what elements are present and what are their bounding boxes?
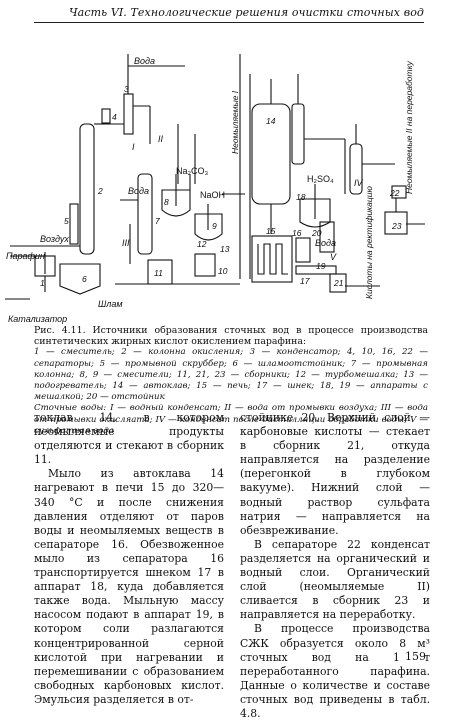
mixer-9 xyxy=(194,213,223,241)
label-kisloty: Кислоты на ректификацию xyxy=(364,186,374,299)
num-11: 11 xyxy=(154,268,163,278)
page-number: 159 xyxy=(405,650,426,663)
num-14: 14 xyxy=(266,116,276,126)
stream-V: V xyxy=(330,252,337,262)
condenser xyxy=(123,93,134,135)
num-4: 4 xyxy=(112,112,117,122)
collector-21 xyxy=(329,273,347,293)
label-vozduh: Воздух xyxy=(40,234,69,244)
label-parafin: Парафин xyxy=(6,251,45,261)
caption-streams: Сточные воды: I — водный конденсат; II —… xyxy=(34,403,428,436)
num-10: 10 xyxy=(218,266,228,276)
stream-III: III xyxy=(122,238,130,248)
num-20: 20 xyxy=(311,228,322,238)
label-naoh: NaOH xyxy=(200,190,225,200)
running-title: Часть VI. Технологические решения очистк… xyxy=(69,6,424,19)
caption-legend: 1 — смеситель; 2 — колонна окисления; 3 … xyxy=(34,347,428,403)
num-5: 5 xyxy=(64,216,69,226)
running-header: Часть VI. Технологические решения очистк… xyxy=(34,6,424,23)
num-2: 2 xyxy=(97,186,103,196)
num-22: 22 xyxy=(389,188,400,198)
separator-16 xyxy=(295,237,311,263)
num-1: 1 xyxy=(40,278,45,288)
stream-II: II xyxy=(158,134,164,144)
screw-conveyor xyxy=(295,265,337,275)
label-neomylyaemye: Неомыляемые I xyxy=(230,90,240,154)
num-18: 18 xyxy=(296,192,306,202)
num-15: 15 xyxy=(266,226,276,236)
body-column-right: стойнике 20. Верхний слой — карбоновые к… xyxy=(240,411,430,721)
label-katalizator: Катализатор xyxy=(8,314,67,324)
collector-22 xyxy=(391,185,407,199)
separator-10 xyxy=(194,253,216,277)
num-23: 23 xyxy=(391,221,402,231)
num-16: 16 xyxy=(292,228,302,238)
label-shlam: Шлам xyxy=(98,299,123,309)
collector-11 xyxy=(147,259,173,285)
oxidation-column xyxy=(79,123,95,255)
num-19: 19 xyxy=(316,261,326,271)
process-flow-diagram: Вода Вода Вода Na₂CO₃ NaOH H₂SO₄ Воздух … xyxy=(5,54,425,324)
label-na2co3: Na₂CO₃ xyxy=(176,166,208,176)
paragraph: В сепараторе 22 конденсат разделяется на… xyxy=(240,537,430,622)
stream-IV: IV xyxy=(354,178,364,188)
figure-caption: Рис. 4.11. Источники образования сточных… xyxy=(34,325,428,437)
paragraph: стойнике 20. Верхний слой — карбоновые к… xyxy=(240,411,430,537)
body-column-left: токлав 14, в котором неомыляемые продукт… xyxy=(34,411,224,707)
num-21: 21 xyxy=(333,278,344,288)
label-h2so4: H₂SO₄ xyxy=(307,174,334,184)
settler-20 xyxy=(319,221,335,253)
num-12: 12 xyxy=(197,239,207,249)
num-17: 17 xyxy=(300,276,310,286)
mixer-8 xyxy=(161,189,191,217)
label-neomylyaemye-pererabotku: Неомыляемые II на переработку xyxy=(404,60,414,194)
label-voda-right: Вода xyxy=(315,238,336,248)
paragraph: Мыло из автоклава 14 нагревают в печи 15… xyxy=(34,467,224,706)
furnace xyxy=(251,235,293,283)
label-voda-top: Вода xyxy=(134,56,155,66)
separator-22-column xyxy=(291,103,305,165)
num-8: 8 xyxy=(164,197,169,207)
num-7: 7 xyxy=(155,216,160,226)
num-13: 13 xyxy=(220,244,230,254)
sludge-settler xyxy=(59,263,101,295)
paragraph: В процессе производства СЖК образуется о… xyxy=(240,622,430,720)
num-6: 6 xyxy=(82,274,87,284)
label-voda-mid: Вода xyxy=(128,186,149,196)
paragraph: токлав 14, в котором неомыляемые продукт… xyxy=(34,411,224,467)
num-9: 9 xyxy=(212,221,217,231)
wash-scrubber xyxy=(69,203,79,245)
wash-column xyxy=(137,173,153,255)
stream-I: I xyxy=(132,142,135,152)
caption-title: Рис. 4.11. Источники образования сточных… xyxy=(34,325,428,348)
num-3: 3 xyxy=(124,84,129,94)
